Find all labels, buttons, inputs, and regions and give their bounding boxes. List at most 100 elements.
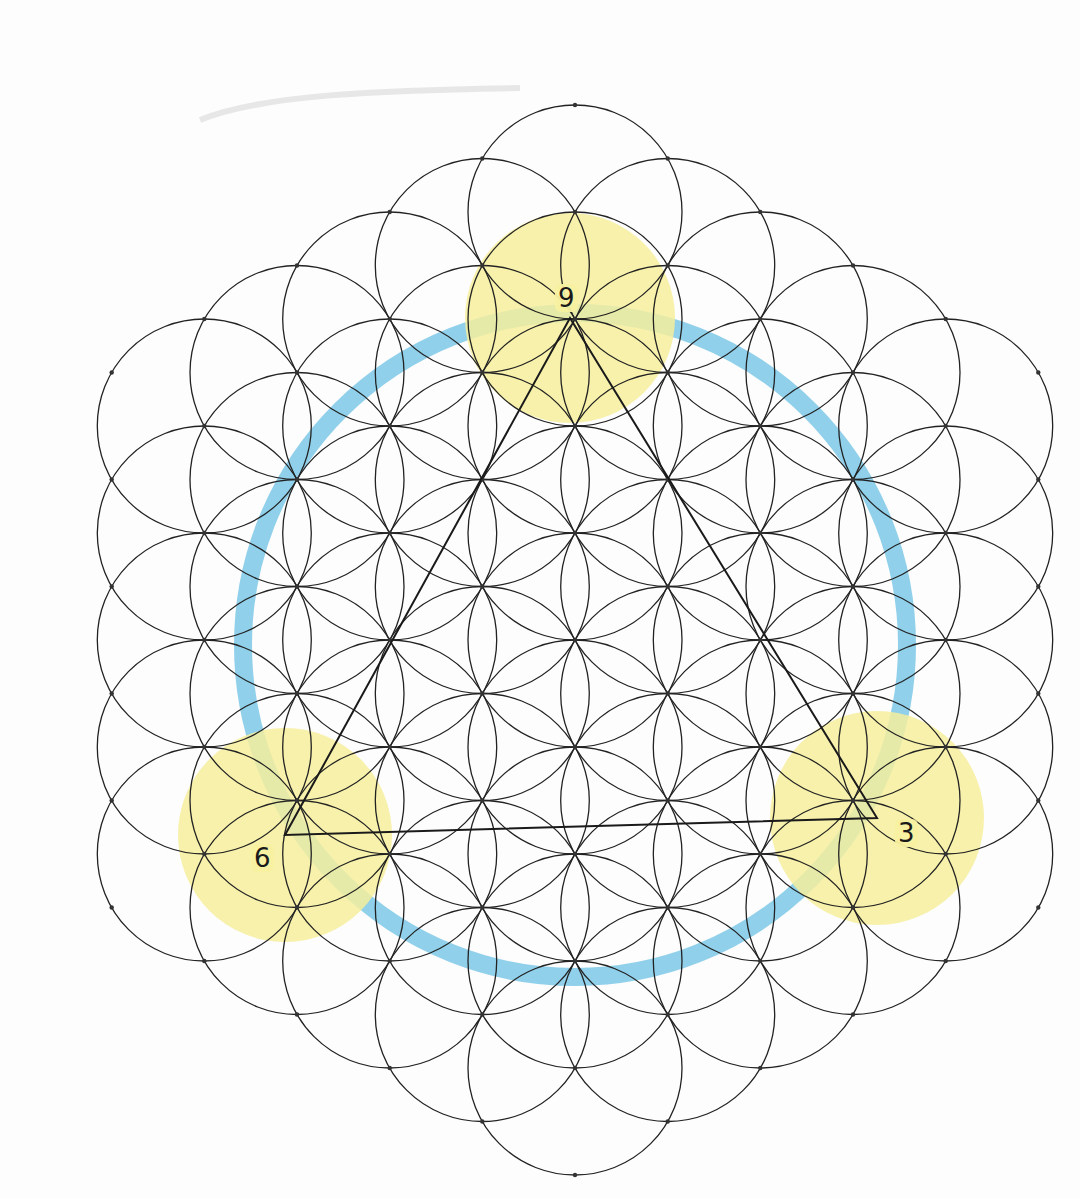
intersection-dot: [202, 852, 206, 856]
intersection-dot: [758, 852, 762, 856]
grid-circle: [561, 266, 775, 480]
grid-circle: [561, 908, 775, 1122]
intersection-dot: [758, 210, 762, 214]
intersection-dot: [944, 745, 948, 749]
intersection-dot: [758, 1066, 762, 1070]
intersection-dot: [666, 370, 670, 374]
intersection-dot: [110, 905, 114, 909]
grid-circle: [561, 801, 775, 1015]
intersection-dot: [851, 370, 855, 374]
intersection-dot: [944, 317, 948, 321]
intersection-dot: [851, 477, 855, 481]
intersection-dot: [110, 477, 114, 481]
grid-circle: [97, 640, 311, 854]
grid-circle: [746, 801, 960, 1015]
intersection-dot: [202, 317, 206, 321]
grid-circle: [190, 587, 404, 801]
grid-circle: [468, 747, 682, 961]
intersection-dot: [851, 798, 855, 802]
intersection-dot: [573, 531, 577, 535]
grid-circle: [839, 426, 1053, 640]
intersection-dot: [202, 424, 206, 428]
intersection-dot: [573, 424, 577, 428]
intersection-dot: [202, 638, 206, 642]
grid-circle: [653, 212, 867, 426]
intersection-dot: [573, 745, 577, 749]
intersection-dot: [666, 905, 670, 909]
grid-circle: [468, 961, 682, 1175]
circle-grid: [97, 105, 1052, 1175]
intersection-dot: [573, 959, 577, 963]
intersection-dot: [110, 691, 114, 695]
intersection-dot: [480, 905, 484, 909]
grid-circle: [746, 480, 960, 694]
grid-circle: [561, 159, 775, 373]
intersection-dot: [295, 584, 299, 588]
intersection-dot: [388, 745, 392, 749]
intersection-dot: [295, 370, 299, 374]
intersection-dot: [480, 584, 484, 588]
intersection-dot: [388, 424, 392, 428]
intersection-dot: [851, 905, 855, 909]
grid-circle: [283, 319, 497, 533]
intersection-dot: [110, 584, 114, 588]
intersection-dot: [573, 210, 577, 214]
intersection-dot: [480, 691, 484, 695]
intersection-dot: [1036, 691, 1040, 695]
intersection-dot: [666, 1119, 670, 1123]
intersection-dot: [480, 370, 484, 374]
intersection-dot: [573, 317, 577, 321]
grid-circle: [283, 854, 497, 1068]
vertex-number: 9: [555, 284, 578, 312]
grid-circle: [653, 319, 867, 533]
intersection-dot: [666, 1012, 670, 1016]
grid-circle: [468, 105, 682, 319]
intersection-dot: [944, 638, 948, 642]
triangle: [285, 318, 877, 835]
intersection-dot: [1036, 370, 1040, 374]
grid-circle: [746, 266, 960, 480]
intersection-dot: [295, 477, 299, 481]
vertex-number: 3: [895, 819, 918, 847]
intersection-dot: [388, 1066, 392, 1070]
intersection-dot: [480, 156, 484, 160]
intersection-dot: [758, 959, 762, 963]
intersection-dot: [480, 1119, 484, 1123]
grid-circle: [190, 373, 404, 587]
grid-circle: [839, 533, 1053, 747]
intersection-dot: [944, 531, 948, 535]
grid-circle: [97, 426, 311, 640]
intersection-dot: [851, 584, 855, 588]
intersection-dot: [202, 959, 206, 963]
intersection-dot: [573, 1173, 577, 1177]
grid-circle: [561, 480, 775, 694]
grid-circle: [190, 266, 404, 480]
pencil-smudge: [200, 88, 520, 120]
grid-circle: [839, 319, 1053, 533]
grid-circle: [283, 426, 497, 640]
grid-circle: [839, 747, 1053, 961]
intersection-dot: [295, 905, 299, 909]
grid-circle: [283, 533, 497, 747]
grid-circle: [468, 533, 682, 747]
intersection-dot: [573, 103, 577, 107]
intersection-dot: [758, 638, 762, 642]
intersection-dot: [110, 798, 114, 802]
grid-circle: [839, 640, 1053, 854]
intersection-dot: [1036, 584, 1040, 588]
intersection-dot: [480, 263, 484, 267]
grid-circle: [97, 747, 311, 961]
grid-circle: [190, 694, 404, 908]
intersection-dot: [851, 691, 855, 695]
grid-circle: [746, 587, 960, 801]
intersection-dot: [666, 798, 670, 802]
grid-circle: [653, 426, 867, 640]
grid-circle: [97, 533, 311, 747]
grid-circle: [468, 640, 682, 854]
grid-circle: [561, 694, 775, 908]
grid-circle: [746, 694, 960, 908]
grid-circle: [283, 640, 497, 854]
grid-circle: [375, 266, 589, 480]
intersection-dot: [944, 959, 948, 963]
